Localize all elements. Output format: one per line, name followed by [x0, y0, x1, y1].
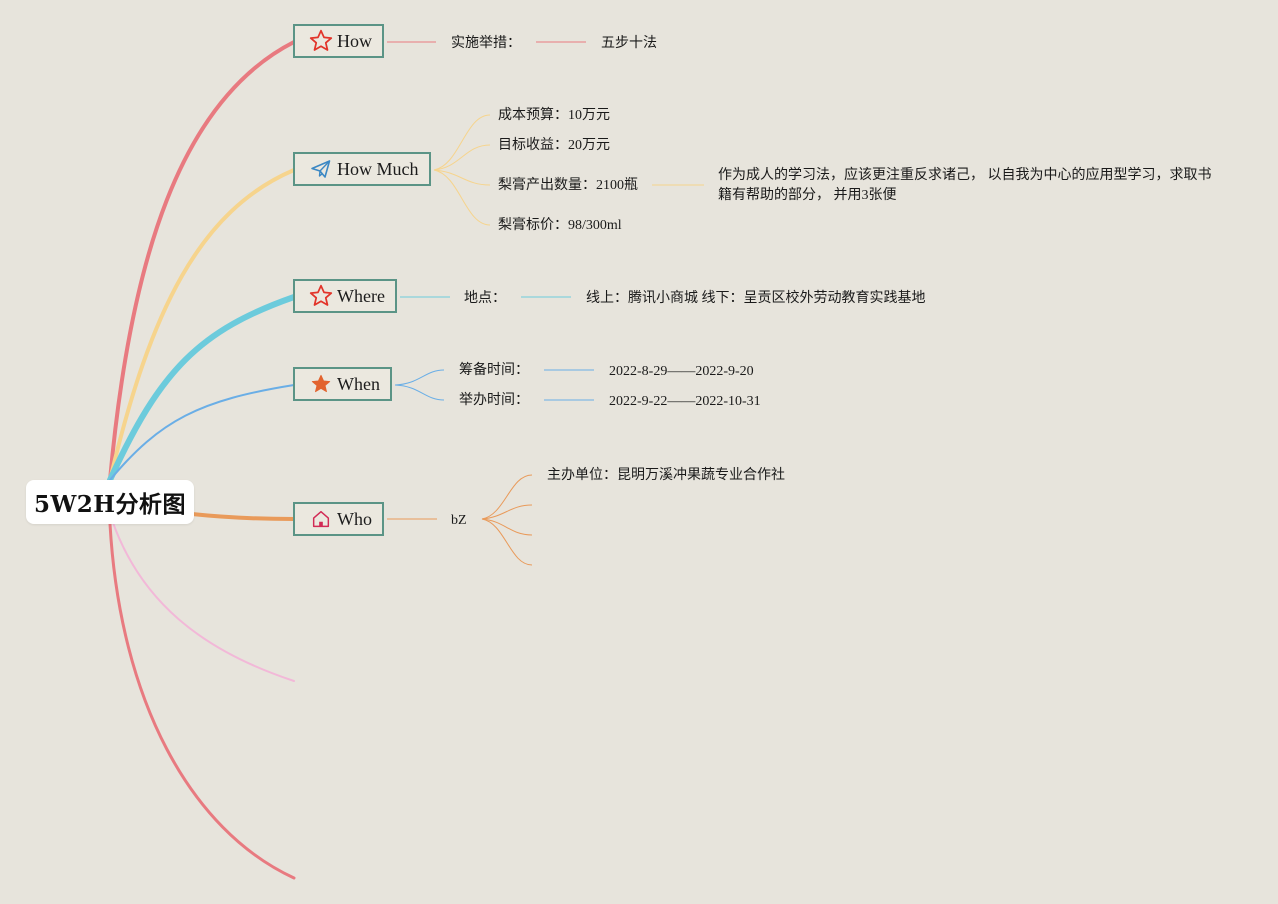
who-child-label[interactable]: bZ [451, 513, 467, 528]
howmuch-child-price[interactable]: 梨膏标价：98/300ml [498, 218, 622, 233]
branch-node-how-much[interactable]: How Much [293, 152, 431, 186]
paper-plane-icon [307, 155, 335, 183]
root-node[interactable]: 5W2H分析图 [26, 480, 194, 524]
connector-when [109, 384, 295, 481]
connector-who [190, 512, 296, 521]
connector-who-fan-2 [481, 504, 533, 520]
connector-who-fan-3 [481, 518, 533, 536]
branch-node-when[interactable]: When [293, 367, 392, 401]
when-child-hold[interactable]: 举办时间： [459, 393, 529, 408]
howmuch-grandchild-note[interactable]: 作为成人的学习法，应该更注重反求诸己， 以自我为中心的应用型学习，求取书籍有帮助… [718, 168, 1212, 203]
connector-howmuch-1 [433, 114, 491, 171]
how-child-label[interactable]: 实施举措： [451, 36, 521, 51]
connector-extra-pink [111, 519, 295, 682]
where-child-label[interactable]: 地点： [464, 291, 506, 306]
star-outline-icon [307, 282, 335, 310]
when-child-prep[interactable]: 筹备时间： [459, 363, 529, 378]
howmuch-child-cost[interactable]: 成本预算：10万元 [498, 108, 610, 123]
where-grandchild-label[interactable]: 线上：腾讯小商城 线下：呈贡区校外劳动教育实践基地 [586, 291, 926, 306]
connector-howmuch-2 [433, 144, 491, 171]
connector-when-2 [394, 384, 445, 401]
connector-howmuch-4 [433, 169, 491, 226]
connector-who-fan-1 [481, 474, 533, 520]
when-grandchild-hold[interactable]: 2022-9-22——2022-10-31 [609, 394, 761, 409]
connector-extra-red [108, 522, 296, 880]
connector-howmuch-3 [433, 169, 491, 186]
branch-node-how[interactable]: How [293, 24, 384, 58]
when-grandchild-prep[interactable]: 2022-8-29——2022-9-20 [609, 364, 754, 379]
branch-label-when: When [337, 373, 380, 394]
connector-when-1 [394, 369, 445, 386]
who-grandchild-organizer[interactable]: 主办单位：昆明万溪冲果蔬专业合作社 [547, 468, 785, 483]
root-label: 5W2H分析图 [33, 491, 187, 518]
branch-node-who[interactable]: Who [293, 502, 384, 536]
howmuch-child-output[interactable]: 梨膏产出数量：2100瓶 [498, 178, 638, 193]
branch-node-where[interactable]: Where [293, 279, 397, 313]
branch-label-how: How [337, 30, 372, 51]
connector-who-fan-4 [481, 518, 533, 566]
connector-how-much [108, 168, 296, 482]
connector-how [108, 40, 296, 482]
howmuch-child-revenue[interactable]: 目标收益：20万元 [498, 138, 610, 153]
branch-label-where: Where [337, 285, 385, 306]
star-filled-icon [307, 370, 335, 398]
how-grandchild-label[interactable]: 五步十法 [601, 36, 657, 51]
home-icon [307, 505, 335, 533]
branch-label-how-much: How Much [337, 158, 419, 179]
branch-label-who: Who [337, 508, 372, 529]
star-outline-icon [307, 27, 335, 55]
connector-where [107, 294, 297, 483]
